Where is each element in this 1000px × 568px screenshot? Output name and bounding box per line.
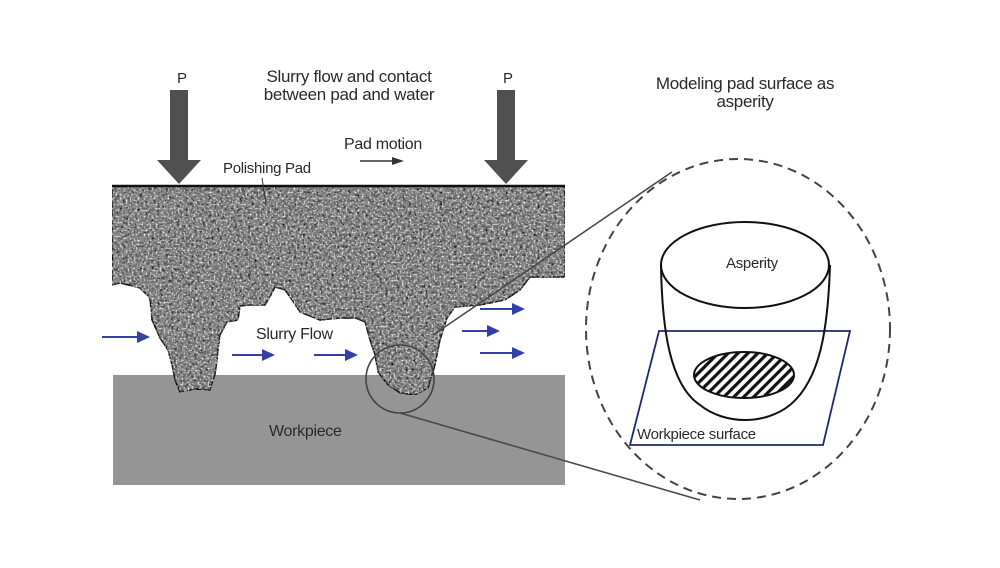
workpiece-surface-label: Workpiece surface — [637, 426, 756, 443]
slurry-flow-arrow — [232, 349, 275, 361]
slurry-flow-arrow — [480, 347, 525, 359]
force-arrow-right — [484, 90, 528, 184]
workpiece-label: Workpiece — [269, 423, 342, 440]
title-right-line-1: Modeling pad surface as — [655, 74, 835, 93]
slurry-flow-arrow — [102, 331, 150, 343]
title-left-line-2: between pad and water — [263, 85, 435, 104]
title-left-line-1: Slurry flow and contact — [266, 67, 432, 86]
force-label-right: P — [503, 70, 513, 87]
zoom-circle — [585, 158, 891, 500]
pad-motion-label: Pad motion — [344, 136, 422, 153]
polishing-pad-leader — [261, 177, 267, 204]
slurry-arrows — [102, 303, 525, 361]
polishing-pad-label: Polishing Pad — [223, 160, 311, 177]
workpiece-surface-plane — [628, 330, 852, 446]
pad-motion-arrow — [360, 157, 404, 165]
slurry-flow-label: Slurry Flow — [256, 326, 333, 343]
asperity-label: Asperity — [726, 255, 778, 272]
title-right-line-2: asperity — [716, 92, 774, 111]
force-arrow-left — [157, 90, 201, 184]
zoom-leader-bottom — [399, 412, 701, 501]
slurry-flow-arrow — [314, 349, 358, 361]
title-right: Modeling pad surface as asperity — [640, 75, 850, 111]
zoom-leader-top — [432, 171, 673, 336]
slurry-flow-arrow — [480, 303, 525, 315]
force-label-left: P — [177, 70, 187, 87]
asperity-model — [660, 221, 831, 421]
workpiece-block — [113, 375, 565, 485]
polishing-pad — [111, 185, 566, 396]
title-left: Slurry flow and contact between pad and … — [244, 68, 454, 104]
slurry-flow-arrow — [462, 325, 500, 337]
contact-area — [693, 351, 795, 399]
